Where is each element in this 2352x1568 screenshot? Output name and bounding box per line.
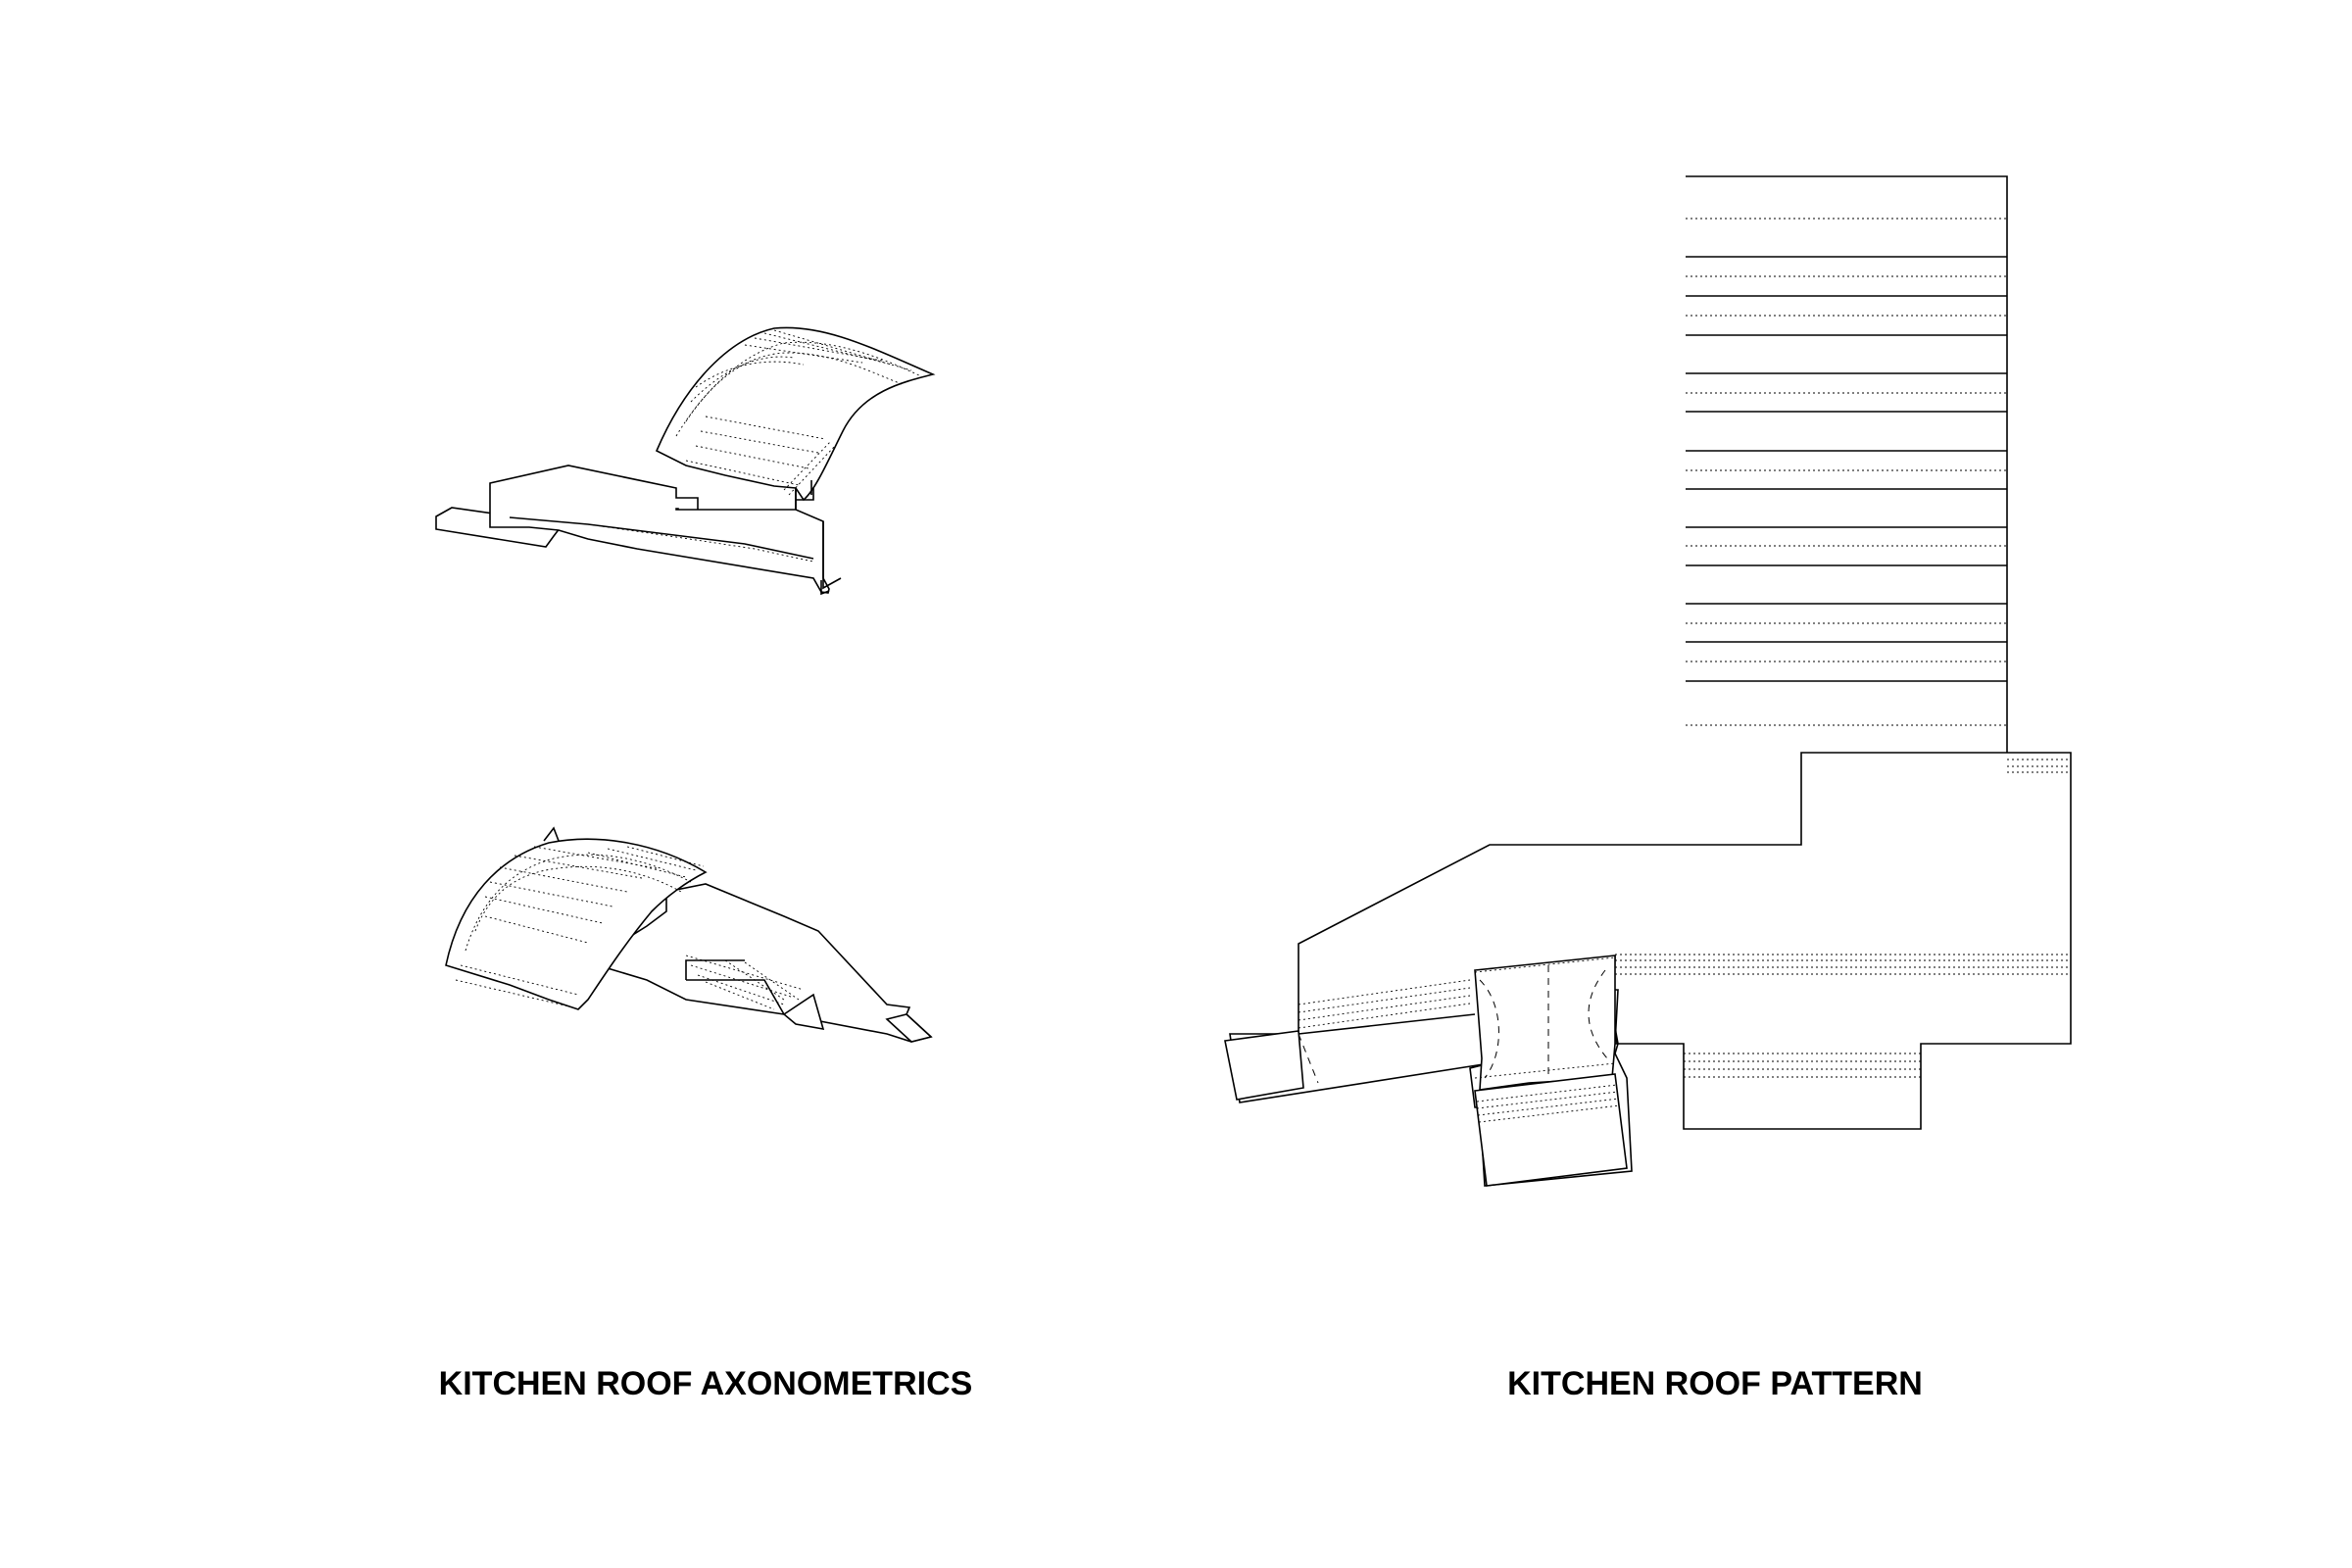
roof-pattern [1224,175,2072,1187]
axonometric-upper [435,326,936,596]
caption-axonometrics: KITCHEN ROOF AXONOMETRICS [438,1365,973,1402]
axonometric-lower [445,826,933,1043]
caption-pattern: KITCHEN ROOF PATTERN [1507,1365,1923,1402]
